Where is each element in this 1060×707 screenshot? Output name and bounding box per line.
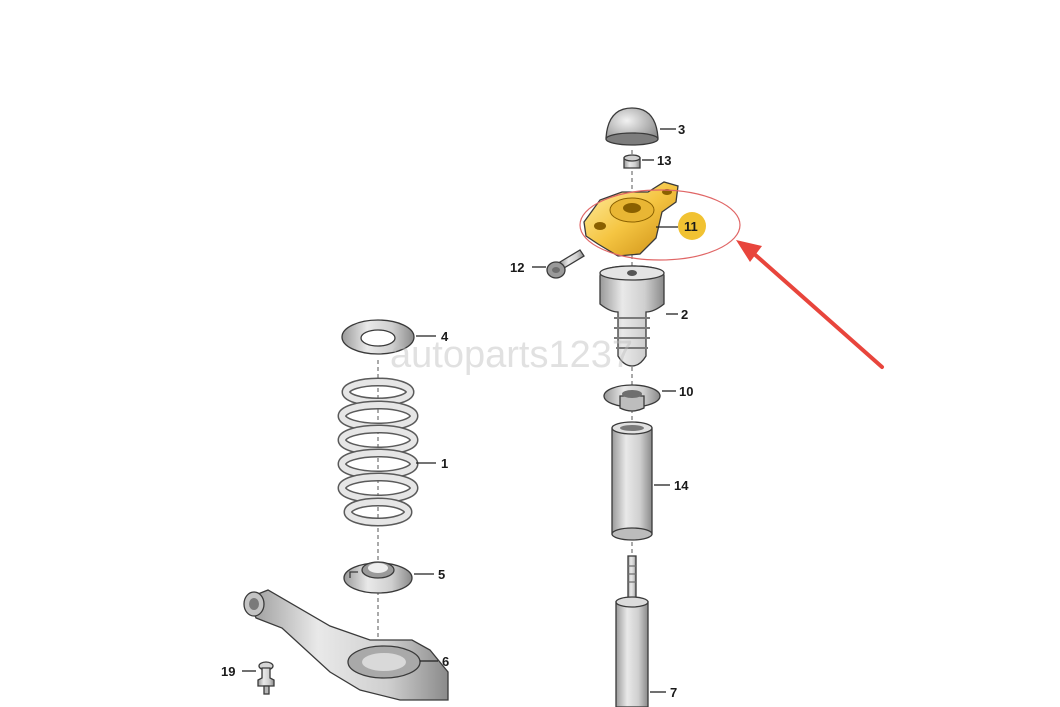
part-12-bolt (546, 249, 585, 279)
callout-14: 14 (674, 478, 689, 493)
part-3-dust-cap (605, 107, 659, 146)
callout-5: 5 (438, 567, 445, 582)
callout-11: 11 (684, 219, 698, 234)
part-11-strut-mount (583, 181, 679, 257)
part-19-clip (257, 661, 275, 695)
callout-12: 12 (510, 260, 524, 275)
callout-2: 2 (681, 307, 688, 322)
watermark: autoparts1237 (390, 334, 633, 376)
callout-11-badge (678, 212, 706, 240)
part-4-spring-pad (341, 319, 415, 355)
callout-13: 13 (657, 153, 671, 168)
part-5-lower-spring-seat (343, 561, 413, 594)
part-14-protective-tube (611, 421, 653, 541)
part-1-coil-spring (337, 377, 419, 527)
callout-19: 19 (221, 664, 235, 679)
callout-7: 7 (670, 685, 677, 700)
part-10-spring-seat (603, 384, 661, 412)
callout-6: 6 (442, 654, 449, 669)
callout-3: 3 (678, 122, 685, 137)
callout-1: 1 (441, 456, 448, 471)
callout-4: 4 (441, 329, 449, 344)
highlight-circle (579, 189, 741, 261)
part-6-trailing-arm (243, 589, 449, 701)
part-7-shock-absorber (615, 555, 649, 707)
part-13-nut (623, 154, 641, 169)
callout-10: 10 (679, 384, 693, 399)
highlight-arrow (736, 240, 884, 369)
part-2-bump-stop (599, 265, 665, 367)
leader-lines (242, 128, 678, 693)
